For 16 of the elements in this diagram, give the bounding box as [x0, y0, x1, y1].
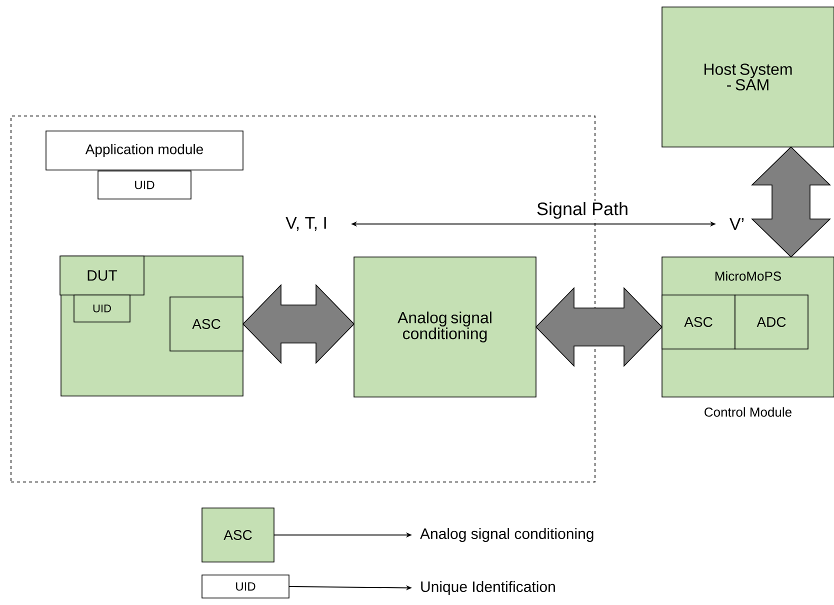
component-box: ASC — [170, 296, 244, 352]
legend-text: Unique Identification — [421, 581, 555, 595]
signal-label: V, T, I — [286, 217, 326, 231]
id-box: UID — [98, 170, 192, 200]
signal-label: V’ — [730, 218, 744, 230]
system-box: Host System - SAM — [662, 6, 834, 148]
process-box: Analog signal conditioning — [354, 256, 536, 398]
id-box: UID — [74, 294, 130, 322]
legend-box: UID — [202, 574, 290, 598]
component-box: ADC — [734, 294, 808, 350]
component-box: ASC — [662, 294, 736, 350]
legend-box: ASC — [202, 508, 274, 562]
node-label: MicroMoPS — [715, 271, 781, 281]
legend-text: Analog signal conditioning — [420, 528, 594, 542]
node-label: Control Module — [704, 407, 792, 417]
edge-label: Signal Path — [535, 201, 630, 220]
